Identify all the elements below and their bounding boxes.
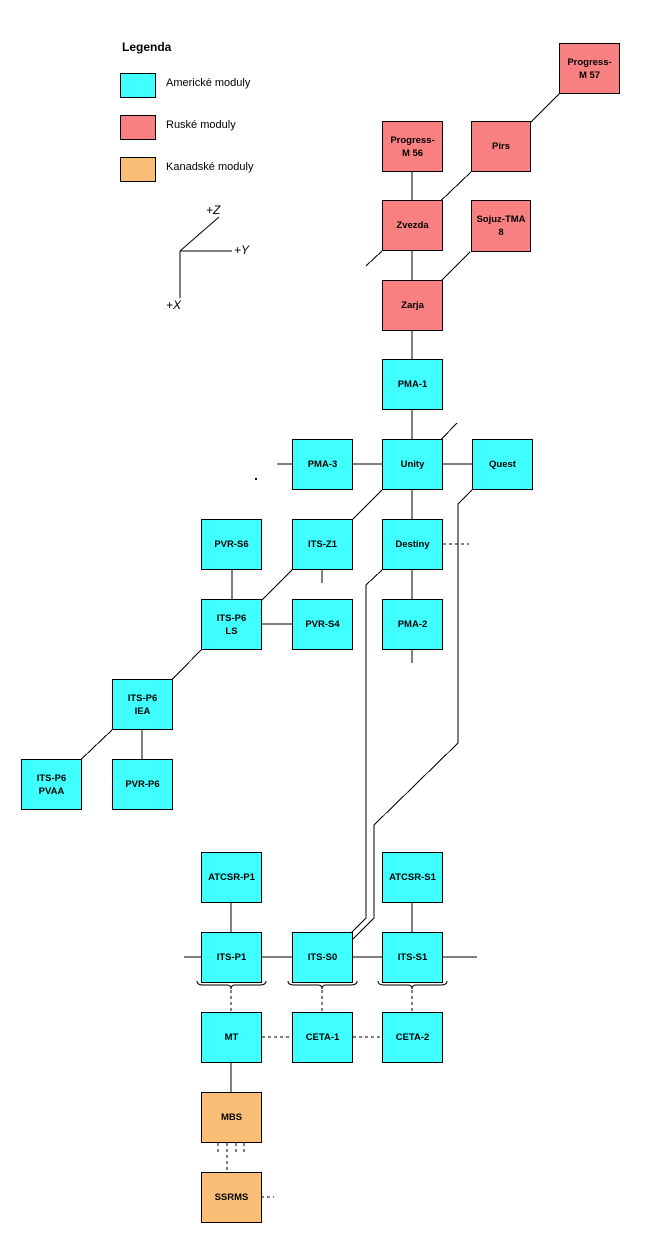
module-destiny: Destiny: [382, 519, 443, 570]
module-label-line: Unity: [400, 459, 425, 470]
module-label-line: ITS-S0: [307, 952, 338, 963]
module-label-line: ITS-S1: [397, 952, 428, 963]
module-label-line: IEA: [134, 705, 151, 717]
module-quest: Quest: [472, 439, 533, 490]
axis-label-z: +Z: [206, 203, 221, 217]
legend-swatch-american: [120, 73, 156, 98]
module-ceta-2: CETA-2: [382, 1012, 443, 1063]
module-label-line: ITS-P6: [36, 772, 67, 784]
module-label-line: PVR-P6: [125, 779, 160, 790]
legend-swatch-canadian: [120, 157, 156, 182]
module-atcsr-s1: ATCSR-S1: [382, 852, 443, 903]
module-progress-m-57: Progress-M 57: [559, 43, 620, 94]
module-its-s1: ITS-S1: [382, 932, 443, 983]
module-pvr-p6: PVR-P6: [112, 759, 173, 810]
module-pvr-s6: PVR-S6: [201, 519, 262, 570]
module-label-line: MT: [224, 1032, 239, 1043]
module-label-line: CETA-1: [305, 1032, 340, 1043]
stray-dot: [255, 478, 257, 480]
module-zvezda: Zvezda: [382, 200, 443, 251]
legend-label-russian: Ruské moduly: [166, 119, 236, 131]
module-label-line: Pirs: [492, 141, 510, 152]
connection-destiny-itss0: [342, 569, 383, 942]
module-pma-3: PMA-3: [292, 439, 353, 490]
brace-its-s0: [287, 980, 358, 990]
legend-label-american: Americké moduly: [166, 77, 251, 89]
axis-label-x: +X: [166, 298, 182, 312]
module-label-line: Sojuz-TMA: [476, 214, 526, 225]
module-label-line: ITS-P6: [127, 692, 158, 704]
module-atcsr-p1: ATCSR-P1: [201, 852, 262, 903]
legend-label-canadian: Kanadské moduly: [166, 161, 254, 173]
module-label-line: ATCSR-P1: [208, 872, 255, 883]
connection-zvezda-stub: [365, 250, 383, 267]
module-label-line: ITS-P1: [216, 952, 247, 963]
module-sojuz-tma-8: Sojuz-TMA 8: [471, 200, 531, 252]
connection-quest-itss0: [350, 489, 473, 942]
module-pvr-s4: PVR-S4: [292, 599, 353, 650]
module-label-line: ITS-P6: [216, 612, 247, 624]
module-label-line: PVAA: [38, 785, 65, 797]
module-label-line: CETA-2: [395, 1032, 430, 1043]
axis-line-0: [179, 216, 220, 252]
module-its-p1: ITS-P1: [201, 932, 262, 983]
module-label-line: Zvezda: [396, 220, 429, 231]
module-label-line: Zarja: [401, 300, 424, 311]
module-label-line: PVR-S6: [214, 539, 249, 550]
module-label-line: Quest: [489, 459, 516, 470]
module-mbs: MBS: [201, 1092, 262, 1143]
module-unity: Unity: [382, 439, 443, 490]
module-label-line: PMA-3: [307, 459, 338, 470]
module-label-line: Progress-: [567, 56, 612, 68]
module-label-line: PMA-1: [397, 379, 428, 390]
module-pirs: Pirs: [471, 121, 531, 172]
module-label-line: SSRMS: [214, 1192, 249, 1203]
module-label-line: PVR-S4: [305, 619, 340, 630]
module-progress-m-56: Progress-M 56: [382, 121, 443, 172]
axis-label-y: +Y: [234, 243, 250, 257]
module-pma-2: PMA-2: [382, 599, 443, 650]
module-label-line: M 56: [401, 147, 424, 159]
module-zarja: Zarja: [382, 280, 443, 331]
module-pma-1: PMA-1: [382, 359, 443, 410]
module-label-line: 8: [498, 227, 504, 238]
legend-swatch-russian: [120, 115, 156, 140]
module-its-z1: ITS-Z1: [292, 519, 353, 570]
module-label-line: PMA-2: [397, 619, 428, 630]
module-its-s0: ITS-S0: [292, 932, 353, 983]
module-label-line: ITS-Z1: [307, 539, 338, 550]
module-mt: MT: [201, 1012, 262, 1063]
legend-title: Legenda: [122, 40, 172, 54]
brace-its-p1: [196, 980, 267, 990]
module-ssrms: SSRMS: [201, 1172, 262, 1223]
module-label-line: M 57: [578, 69, 601, 81]
module-label-line: Progress-: [390, 134, 435, 146]
module-label-line: Destiny: [395, 539, 430, 550]
module-label-line: LS: [225, 625, 238, 637]
brace-its-s1: [377, 980, 448, 990]
module-label-line: ATCSR-S1: [389, 872, 436, 883]
module-label-line: MBS: [220, 1112, 243, 1123]
module-ceta-1: CETA-1: [292, 1012, 353, 1063]
